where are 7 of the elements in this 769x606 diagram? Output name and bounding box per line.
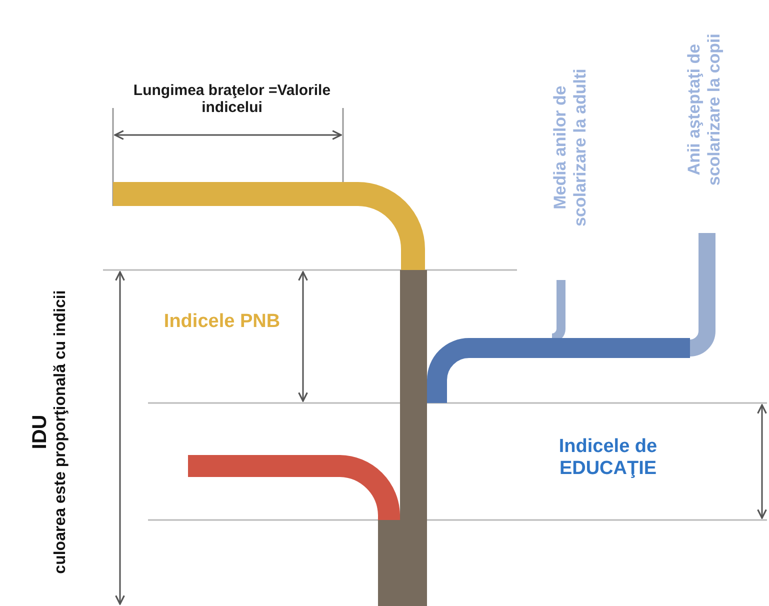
label-text: Anii aşteptaţi de scolarizare la copii [684, 32, 724, 188]
label-text: Lungimea braţelor =Valorile indicelui [132, 82, 332, 116]
heading-text: IDU [29, 414, 52, 450]
label-text: Media anilor de scolarizare la adulti [550, 68, 590, 228]
label-text: Indicele PNB [162, 311, 282, 333]
label-text: Indicele de EDUCAŢIE [558, 436, 658, 480]
label-text: culoarea este proporţională cu indicii [52, 290, 70, 574]
